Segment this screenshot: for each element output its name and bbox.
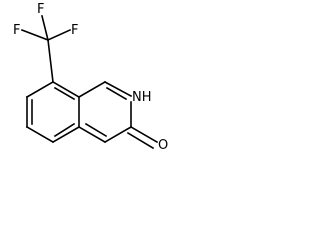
double-bond-c3-c4: [84, 122, 108, 138]
double-bond-c1-n2: [105, 86, 128, 101]
bond-c4a-c5: [51, 125, 81, 144]
double-bond-c4a-c5: [53, 122, 76, 138]
double-bond-c8-c8a: [53, 86, 76, 101]
oxygen-label: O: [158, 138, 168, 153]
bond-c-f2: [41, 15, 49, 41]
bond-c8-c8a: [51, 80, 81, 99]
bond-c3-o: [129, 125, 159, 144]
fluorine-label-3: F: [71, 23, 78, 38]
bond-c4-c4a: [77, 125, 107, 144]
bond-c-f1: [20, 28, 50, 42]
fluorine-label-1: F: [13, 23, 20, 38]
nitrogen-hydrogen-label: NH: [132, 90, 152, 105]
bond-c1-n2: [103, 80, 133, 98]
double-bond-c3-o: [126, 131, 155, 150]
molecule-diagram: F F F NH O: [0, 0, 189, 178]
fluorine-label-2: F: [37, 2, 44, 17]
bond-c8a-c1: [77, 80, 107, 99]
molecule-svg: F F F NH O: [13, 2, 168, 153]
bond-c7-c8: [25, 80, 55, 99]
bond-c5-c6: [25, 125, 55, 144]
bond-c-f3: [46, 28, 72, 42]
bond-c8-cf3: [47, 39, 54, 83]
bond-c3-c4: [103, 125, 133, 144]
